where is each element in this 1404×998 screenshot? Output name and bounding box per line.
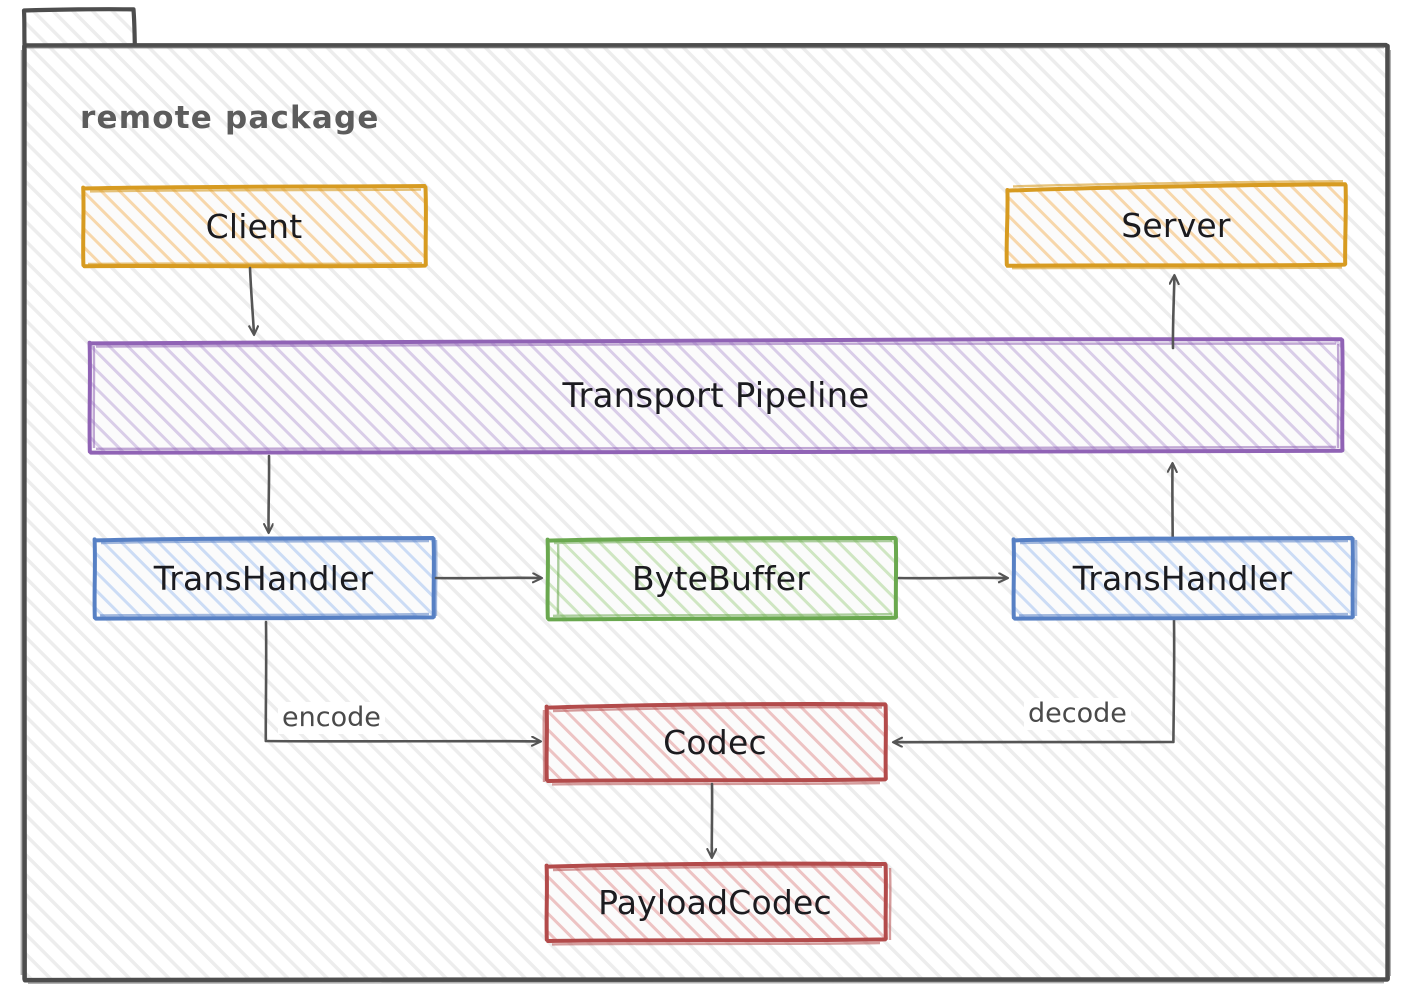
node-client[interactable]	[81, 184, 428, 269]
edge-client-to-pipeline	[250, 266, 254, 334]
edges-top-layer	[250, 266, 1174, 857]
node-bytebuffer[interactable]	[545, 536, 899, 622]
node-payloadcodec[interactable]	[544, 861, 892, 946]
edge-pipeline-to-transhandler	[269, 454, 270, 532]
edge-decode	[894, 618, 1176, 742]
node-codec[interactable]	[542, 702, 888, 786]
edge-label-decode: decode	[1024, 698, 1131, 730]
node-server[interactable]	[1004, 180, 1348, 270]
edge-pipeline-to-server	[1173, 276, 1174, 350]
edge-encode	[264, 620, 540, 741]
package-title: remote package	[80, 100, 380, 136]
node-transhandler-left[interactable]	[92, 536, 438, 621]
node-transport-pipeline[interactable]	[87, 337, 1345, 455]
node-transhandler-right[interactable]	[1011, 536, 1358, 621]
package-container	[20, 7, 1392, 984]
edge-label-encode: encode	[278, 702, 385, 734]
